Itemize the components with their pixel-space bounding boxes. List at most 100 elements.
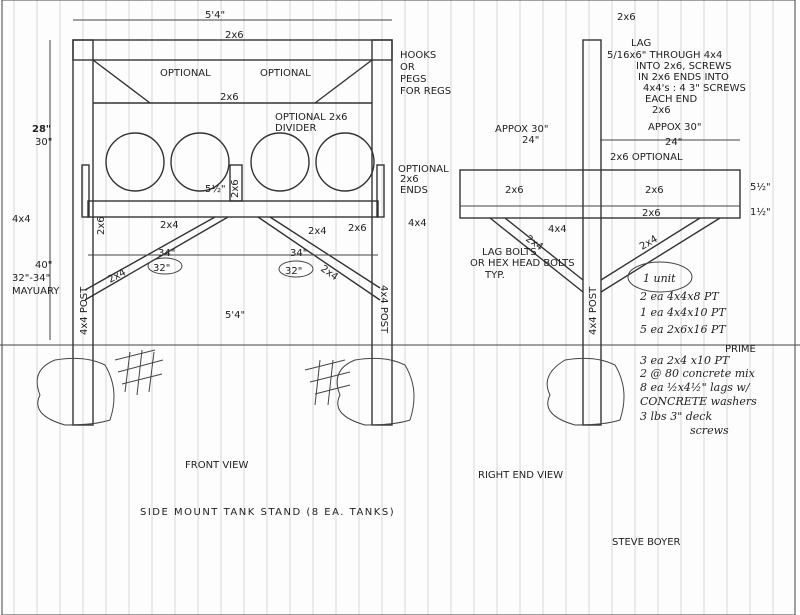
lag-bolts-note: OR HEX HEAD BOLTS [470,258,575,269]
gap-label: 5½" [205,183,226,195]
approx-right-old: 24" [665,137,682,148]
hooks-note: FOR REGS [400,86,451,97]
end-board-right [376,164,385,218]
right-4x4-label: 4x4 [408,218,427,229]
right-2x6-label: 2x6 [348,223,367,234]
end-brace-right [600,217,721,293]
material-item: CONCRETE washers [640,395,757,408]
end-view-label: RIGHT END VIEW [478,470,563,481]
optional-brace-left [92,59,151,104]
ground-hatching [114,349,351,406]
tank [105,132,165,192]
hooks-note: OR [400,62,415,73]
end-footing [546,357,625,426]
front-view-label: FRONT VIEW [185,460,248,471]
brace-left-old: 34" [158,248,175,259]
front-view [36,19,415,426]
end-beam-left: 2x6 [505,185,524,196]
post-height: 32"-34" [12,273,50,284]
top-beam-label: 2x6 [225,30,244,41]
approx-left-old: 24" [522,135,539,146]
material-item: 8 ea ½x4½" lags w/ [640,381,751,394]
lag-note: INTO 2x6, SCREWS [636,61,731,72]
post-height-old: 40" [35,260,52,271]
material-item: 3 lbs 3" deck [640,410,712,423]
brace-right-old: 34" [290,248,307,259]
drawing-title: SIDE MOUNT TANK STAND (8 EA. TANKS) [140,507,395,518]
divider-note: OPTIONAL 2x6 [275,112,348,123]
optional-right: OPTIONAL [260,68,311,79]
optional-left: OPTIONAL [160,68,211,79]
left-2x4-label: 2x4 [160,220,179,231]
material-item: 5 ea 2x6x16 PT [640,323,727,336]
left-2x6-label: 2x6 [96,216,107,235]
tank [315,132,375,192]
brace-left-label: 2x4 [106,267,128,285]
material-item: 2 ea 4x4x8 PT [639,290,720,303]
footing-right [336,357,415,426]
material-item: 1 ea 4x4x10 PT [640,306,727,319]
brace-right-edge [269,216,381,289]
lag-bolts-note: LAG BOLTS [482,247,537,258]
end-optional-label: 2x6 OPTIONAL [610,152,683,163]
author: STEVE BOYER [612,537,681,548]
lag-bolts-note: TYP. [484,270,505,281]
end-view [459,39,741,426]
top-beam [72,39,393,61]
end-beam-4x4: 4x4 [548,224,567,235]
lag-note: EACH END [645,94,697,105]
lag-note: LAG [631,38,651,49]
lag-note: 4x4's : 4 3" SCREWS [643,83,746,94]
right-2x4-label: 2x4 [308,226,327,237]
brace-right-circle [278,260,314,278]
width-bottom: 5'4" [225,310,245,321]
end-post [582,39,602,426]
footing-left [36,357,115,426]
unit-circle [627,261,693,293]
hooks-note: PEGS [400,74,426,85]
end-mid-label: 2x6 [652,105,671,116]
prime-label: PRIME [725,344,756,355]
lag-note: IN 2x6 ENDS INTO [638,72,729,83]
height-old: 28" [32,124,51,135]
width-top: 5'4" [205,10,225,21]
brace-right-label: 2x4 [318,263,340,283]
materials-heading: 1 unit [643,272,676,285]
end-height-a: 5½" [750,181,771,193]
left-4x4-label: 4x4 [12,214,31,225]
end-board-left [81,164,90,218]
height: 30" [35,137,52,148]
lag-note: 5/16x6" THROUGH 4x4 [607,50,722,61]
platform-beam [87,200,379,218]
optional-ends-note: OPTIONAL [398,164,449,175]
mid-beam-label: 2x6 [220,92,239,103]
tank [170,132,230,192]
post-height-note: MAYUARY [12,286,60,297]
end-brace-left [489,217,584,293]
optional-ends-note: ENDS [400,185,428,196]
end-top-label: 2x6 [617,12,636,23]
post-label-right: 4x4 POST [378,285,389,334]
end-beam-bottom: 2x6 [642,208,661,219]
brace-left-circle [147,257,183,275]
approx-right: APPOX 30" [648,122,702,133]
brace-left [84,216,229,301]
divider-label: 2x6 [230,179,241,198]
material-item: 3 ea 2x4 x10 PT [640,354,731,367]
brace-left-length: 32" [153,263,170,274]
end-beam [459,169,741,219]
end-beam-right: 2x6 [645,185,664,196]
optional-brace-right [314,59,373,104]
material-item: 2 @ 80 concrete mix [639,367,756,380]
post-label-left: 4x4 POST [79,286,90,335]
end-brace-right-edge [600,217,701,281]
tank [250,132,310,192]
hooks-note: HOOKS [400,50,436,61]
divider-note: DIVIDER [275,123,316,134]
optional-ends-note: 2x6 [400,174,419,185]
material-item: screws [690,424,729,437]
labels: 5'4" 2x6 OPTIONAL OPTIONAL HOOKS OR PEGS… [12,10,771,548]
